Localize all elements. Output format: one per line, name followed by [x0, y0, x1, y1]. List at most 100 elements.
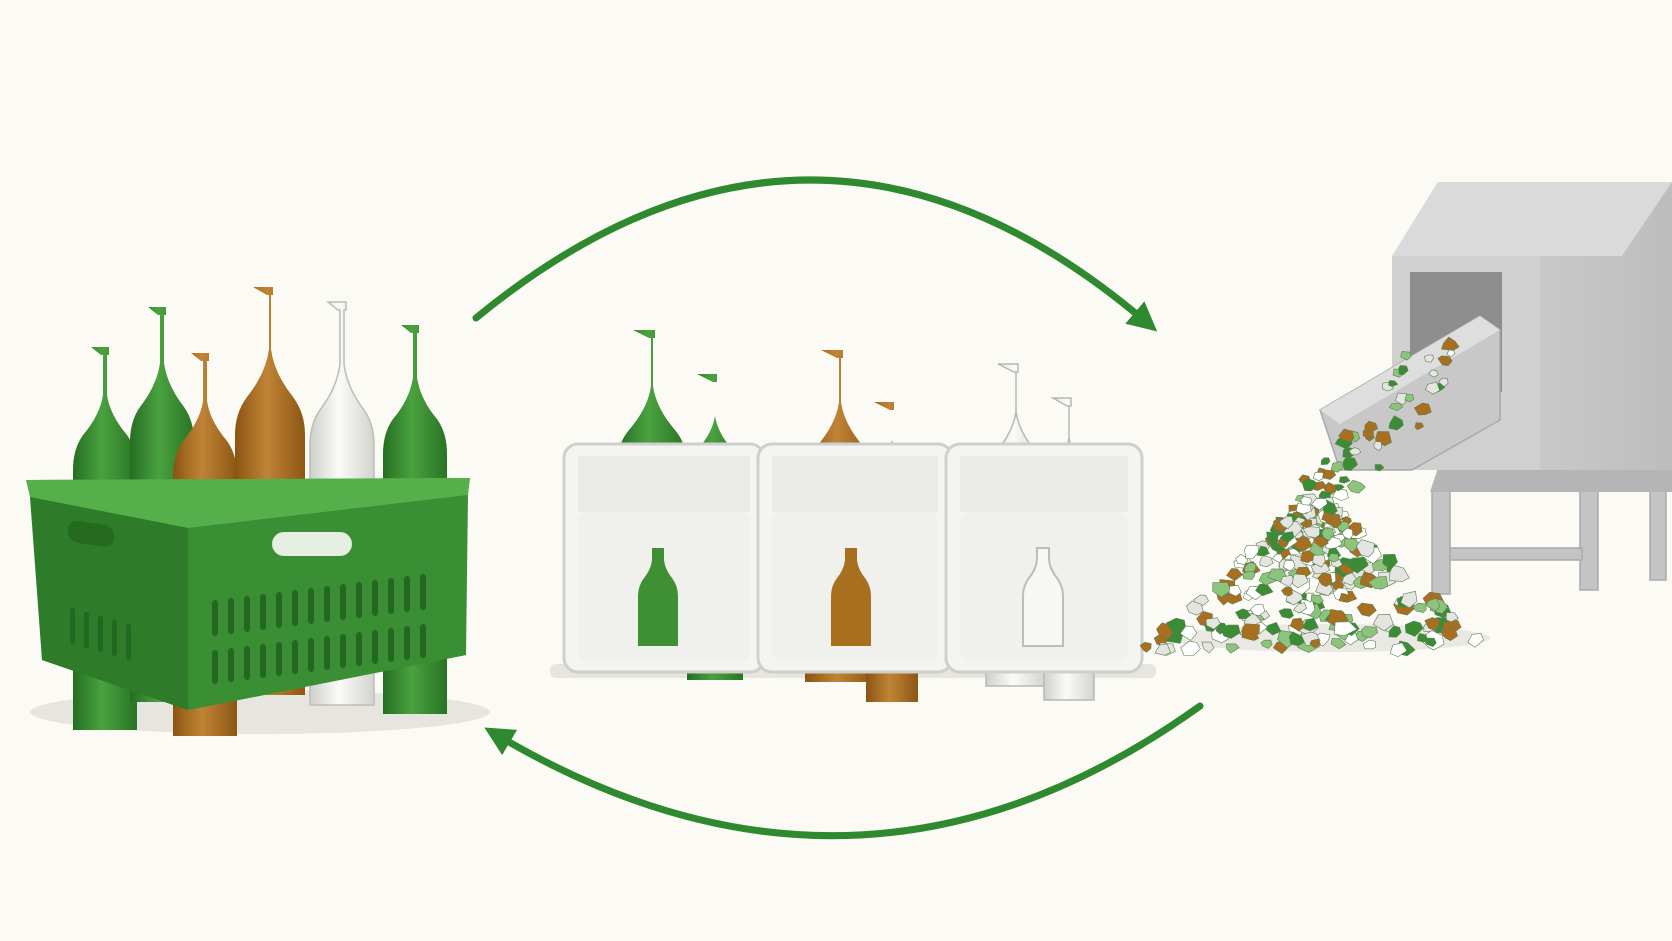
- glass-shard: [1310, 594, 1324, 605]
- glass-shard: [1346, 556, 1369, 574]
- glass-shard: [1226, 643, 1240, 654]
- glass-shard: [1446, 349, 1456, 358]
- glass-shard: [1260, 639, 1273, 649]
- glass-shard: [1301, 478, 1318, 492]
- green-glass-bin: [562, 442, 766, 674]
- glass-shard: [1235, 554, 1249, 565]
- glass-shard: [1139, 641, 1152, 653]
- glass-shard: [1441, 336, 1460, 351]
- glass-shard: [1467, 633, 1484, 648]
- crate-with-mixed-bottles-icon: [26, 287, 490, 736]
- glass-shard: [1335, 484, 1345, 492]
- glass-shard: [1242, 571, 1256, 580]
- glass-shard: [1348, 447, 1362, 456]
- clear-glass-bin: [944, 442, 1144, 674]
- glass-shard: [1446, 612, 1459, 623]
- glass-shard: [1360, 626, 1378, 639]
- glass-shard: [1281, 586, 1293, 597]
- glass-shard: [1367, 576, 1389, 590]
- glass-shard: [1424, 381, 1441, 395]
- green-bottle-label-icon: [638, 548, 678, 646]
- glass-shard: [1343, 538, 1361, 553]
- crushed-glass-cullet-pile: [1139, 336, 1490, 658]
- glass-shard: [1346, 479, 1366, 494]
- glass-shard: [1338, 592, 1350, 603]
- glass-shard: [1398, 365, 1409, 376]
- glass-shard: [1388, 380, 1399, 387]
- glass-shard: [1302, 617, 1319, 632]
- glass-shard: [1220, 624, 1241, 639]
- glass-shard: [1440, 626, 1458, 642]
- glass-shard: [1179, 625, 1198, 641]
- glass-shard: [1331, 488, 1349, 501]
- glass-shard: [1330, 460, 1344, 473]
- glass-shard: [1226, 568, 1244, 581]
- crate-vents: [70, 574, 426, 684]
- top-cycle-arrow: [472, 176, 1158, 332]
- glass-shard: [1388, 415, 1404, 431]
- glass-shard: [1428, 369, 1439, 378]
- glass-shard: [1235, 608, 1252, 620]
- glass-shard: [1244, 544, 1260, 560]
- glass-shard: [1241, 623, 1260, 640]
- glass-shard: [1312, 554, 1326, 568]
- glass-shard: [1302, 526, 1321, 539]
- glass-shard: [1414, 422, 1425, 431]
- glass-shard: [1322, 469, 1336, 480]
- glass-shard: [1228, 584, 1242, 597]
- glass-shard: [1278, 515, 1294, 530]
- glass-shard: [1201, 641, 1215, 654]
- glass-shard: [1382, 553, 1398, 571]
- glass-shard: [1279, 531, 1295, 544]
- glass-shard: [1389, 564, 1410, 582]
- glass-shard: [1289, 617, 1305, 632]
- glass-shard: [1256, 545, 1270, 557]
- glass-shard: [1205, 617, 1221, 630]
- glass-shard: [1309, 638, 1321, 649]
- glass-shard: [1278, 608, 1294, 619]
- bottom-cycle-arrow: [484, 702, 1204, 840]
- glass-shard: [1426, 597, 1441, 612]
- glass-shard: [1291, 573, 1309, 589]
- glass-shard: [1424, 617, 1440, 631]
- glass-shard: [1373, 441, 1383, 451]
- glass-shard: [1272, 553, 1284, 563]
- glass-shard: [1372, 613, 1394, 632]
- glass-shard: [1362, 639, 1376, 650]
- glass-shard: [1186, 600, 1204, 616]
- glass-shard: [1413, 402, 1432, 416]
- glass-shard: [1412, 602, 1427, 613]
- glass-shard: [1404, 394, 1415, 403]
- glass-crusher-machine-icon: [1319, 182, 1672, 595]
- glass-shard: [1330, 638, 1347, 650]
- glass-shard: [1374, 464, 1385, 472]
- glass-shard: [1338, 428, 1355, 442]
- glass-shard: [1342, 456, 1358, 471]
- glass-shard: [1356, 602, 1377, 617]
- glass-shard: [1212, 582, 1232, 598]
- glass-shard: [1259, 555, 1274, 568]
- glass-shard: [1355, 539, 1375, 558]
- glass-shard: [1424, 354, 1434, 363]
- glass-shard: [1389, 642, 1408, 658]
- glass-shard: [1364, 420, 1378, 432]
- glass-shard: [1321, 512, 1334, 523]
- glass-shard: [1388, 625, 1402, 638]
- glass-shard: [1321, 527, 1335, 542]
- brown-bottle-label-icon: [831, 548, 871, 646]
- glass-shard: [1417, 633, 1428, 643]
- glass-shard: [1154, 643, 1171, 656]
- glass-shard: [1249, 603, 1266, 617]
- glass-shard: [1400, 590, 1418, 609]
- color-sorting-bins-icon: [550, 330, 1156, 702]
- glass-shard: [1437, 355, 1453, 367]
- glass-shard: [1282, 559, 1296, 572]
- clear-bottle-label-icon: [1022, 547, 1064, 647]
- glass-shard: [1180, 640, 1201, 656]
- glass-shard: [1295, 502, 1312, 515]
- brown-glass-bin: [756, 442, 954, 674]
- glass-shard: [1310, 498, 1328, 511]
- glass-shard: [1320, 457, 1331, 465]
- glass-shard: [1388, 403, 1404, 412]
